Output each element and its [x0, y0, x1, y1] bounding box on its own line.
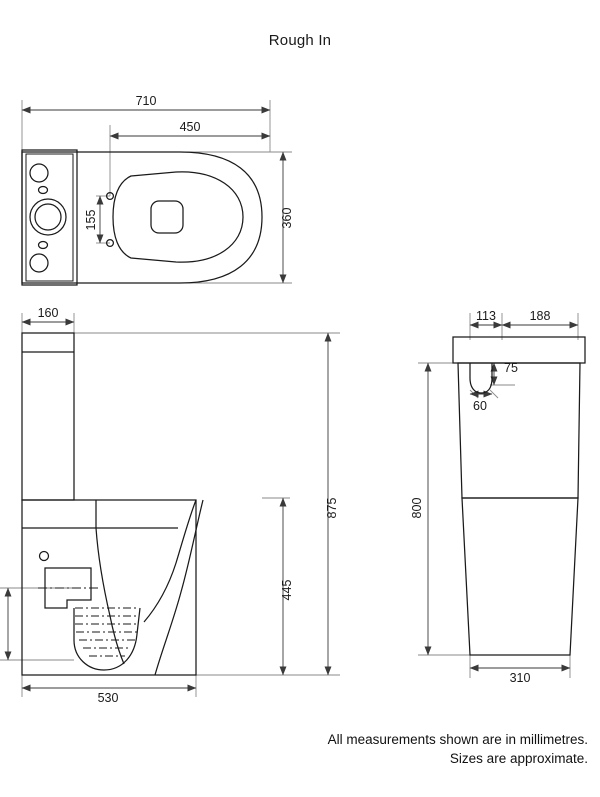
- cistern-lid-front: [452, 336, 586, 364]
- seat-inner-outline: [112, 171, 244, 263]
- flush-valve-outer: [29, 198, 67, 236]
- cistern-slot-lower: [37, 240, 49, 250]
- seat-overhang-front: [143, 499, 197, 623]
- dimension-155: 155: [84, 195, 104, 244]
- inlet-notch: [469, 363, 493, 394]
- dimension-113: 113: [469, 309, 503, 329]
- dimension-75-label: 75: [504, 361, 518, 375]
- cistern-hole-lower: [29, 253, 49, 273]
- dimension-60-label: 60: [473, 399, 487, 413]
- footer-approx-note: Sizes are approximate.: [449, 751, 588, 766]
- dimension-450: 450: [109, 120, 271, 140]
- dimension-530-label: 530: [98, 691, 119, 705]
- dimension-710-label: 710: [136, 94, 157, 108]
- dimension-530: 530: [21, 684, 197, 705]
- footer-units-note: All measurements shown are in millimetre…: [327, 732, 588, 747]
- dimension-710: 710: [21, 94, 271, 114]
- cistern-footprint-inner: [25, 153, 74, 282]
- cistern-hole-upper: [29, 163, 49, 183]
- flush-valve-inner: [34, 203, 62, 231]
- dimension-445: 445: [279, 497, 294, 676]
- dimension-445-label: 445: [280, 580, 294, 601]
- dimension-875: 875: [324, 332, 339, 676]
- fixing-hole-rear: [105, 191, 115, 201]
- bowl-inner-wall: [95, 527, 125, 665]
- dimension-160-label: 160: [38, 306, 59, 320]
- dimension-800: 800: [410, 362, 432, 656]
- dimension-160: 160: [21, 306, 75, 326]
- side-elevation: 160 875 445 530: [0, 306, 340, 705]
- cistern-body-side: [21, 332, 75, 501]
- flush-fitting-hole-side: [38, 550, 50, 562]
- cistern-slot-upper: [37, 185, 49, 195]
- dimension-450-label: 450: [180, 120, 201, 134]
- cistern-body-front: [457, 362, 581, 499]
- bowl-aperture: [150, 200, 184, 234]
- fixing-hole-front: [105, 238, 115, 248]
- front-elevation: 113 188 75 60 800 310: [410, 309, 586, 685]
- dimension-188: 188: [501, 309, 579, 329]
- dimension-113-label: 113: [476, 309, 496, 323]
- trap-outline: [73, 607, 141, 671]
- pan-front-face: [154, 499, 204, 676]
- dimension-60: 60: [469, 390, 493, 413]
- top-view: 710 450 155 360: [21, 94, 294, 286]
- dimension-155-label: 155: [84, 210, 98, 231]
- waste-outlet: [44, 567, 92, 609]
- dimension-800-label: 800: [410, 498, 424, 519]
- pan-body-side: [21, 499, 197, 676]
- pan-outline-top: [21, 151, 263, 284]
- water-hatching: [75, 607, 139, 657]
- dimension-360-label: 360: [280, 208, 294, 229]
- dimension-360: 360: [279, 151, 294, 284]
- front-extension-lines: [418, 313, 579, 678]
- dimension-310-label: 310: [510, 671, 531, 685]
- cistern-footprint-outer: [21, 149, 78, 286]
- dimension-75: 75: [490, 361, 518, 386]
- dimension-875-label: 875: [325, 498, 339, 519]
- pan-body-front: [461, 497, 579, 656]
- page-title: Rough In: [268, 32, 332, 49]
- dimension-188-label: 188: [530, 309, 551, 323]
- side-extension-lines: [0, 313, 340, 697]
- dimension-310: 310: [469, 664, 571, 685]
